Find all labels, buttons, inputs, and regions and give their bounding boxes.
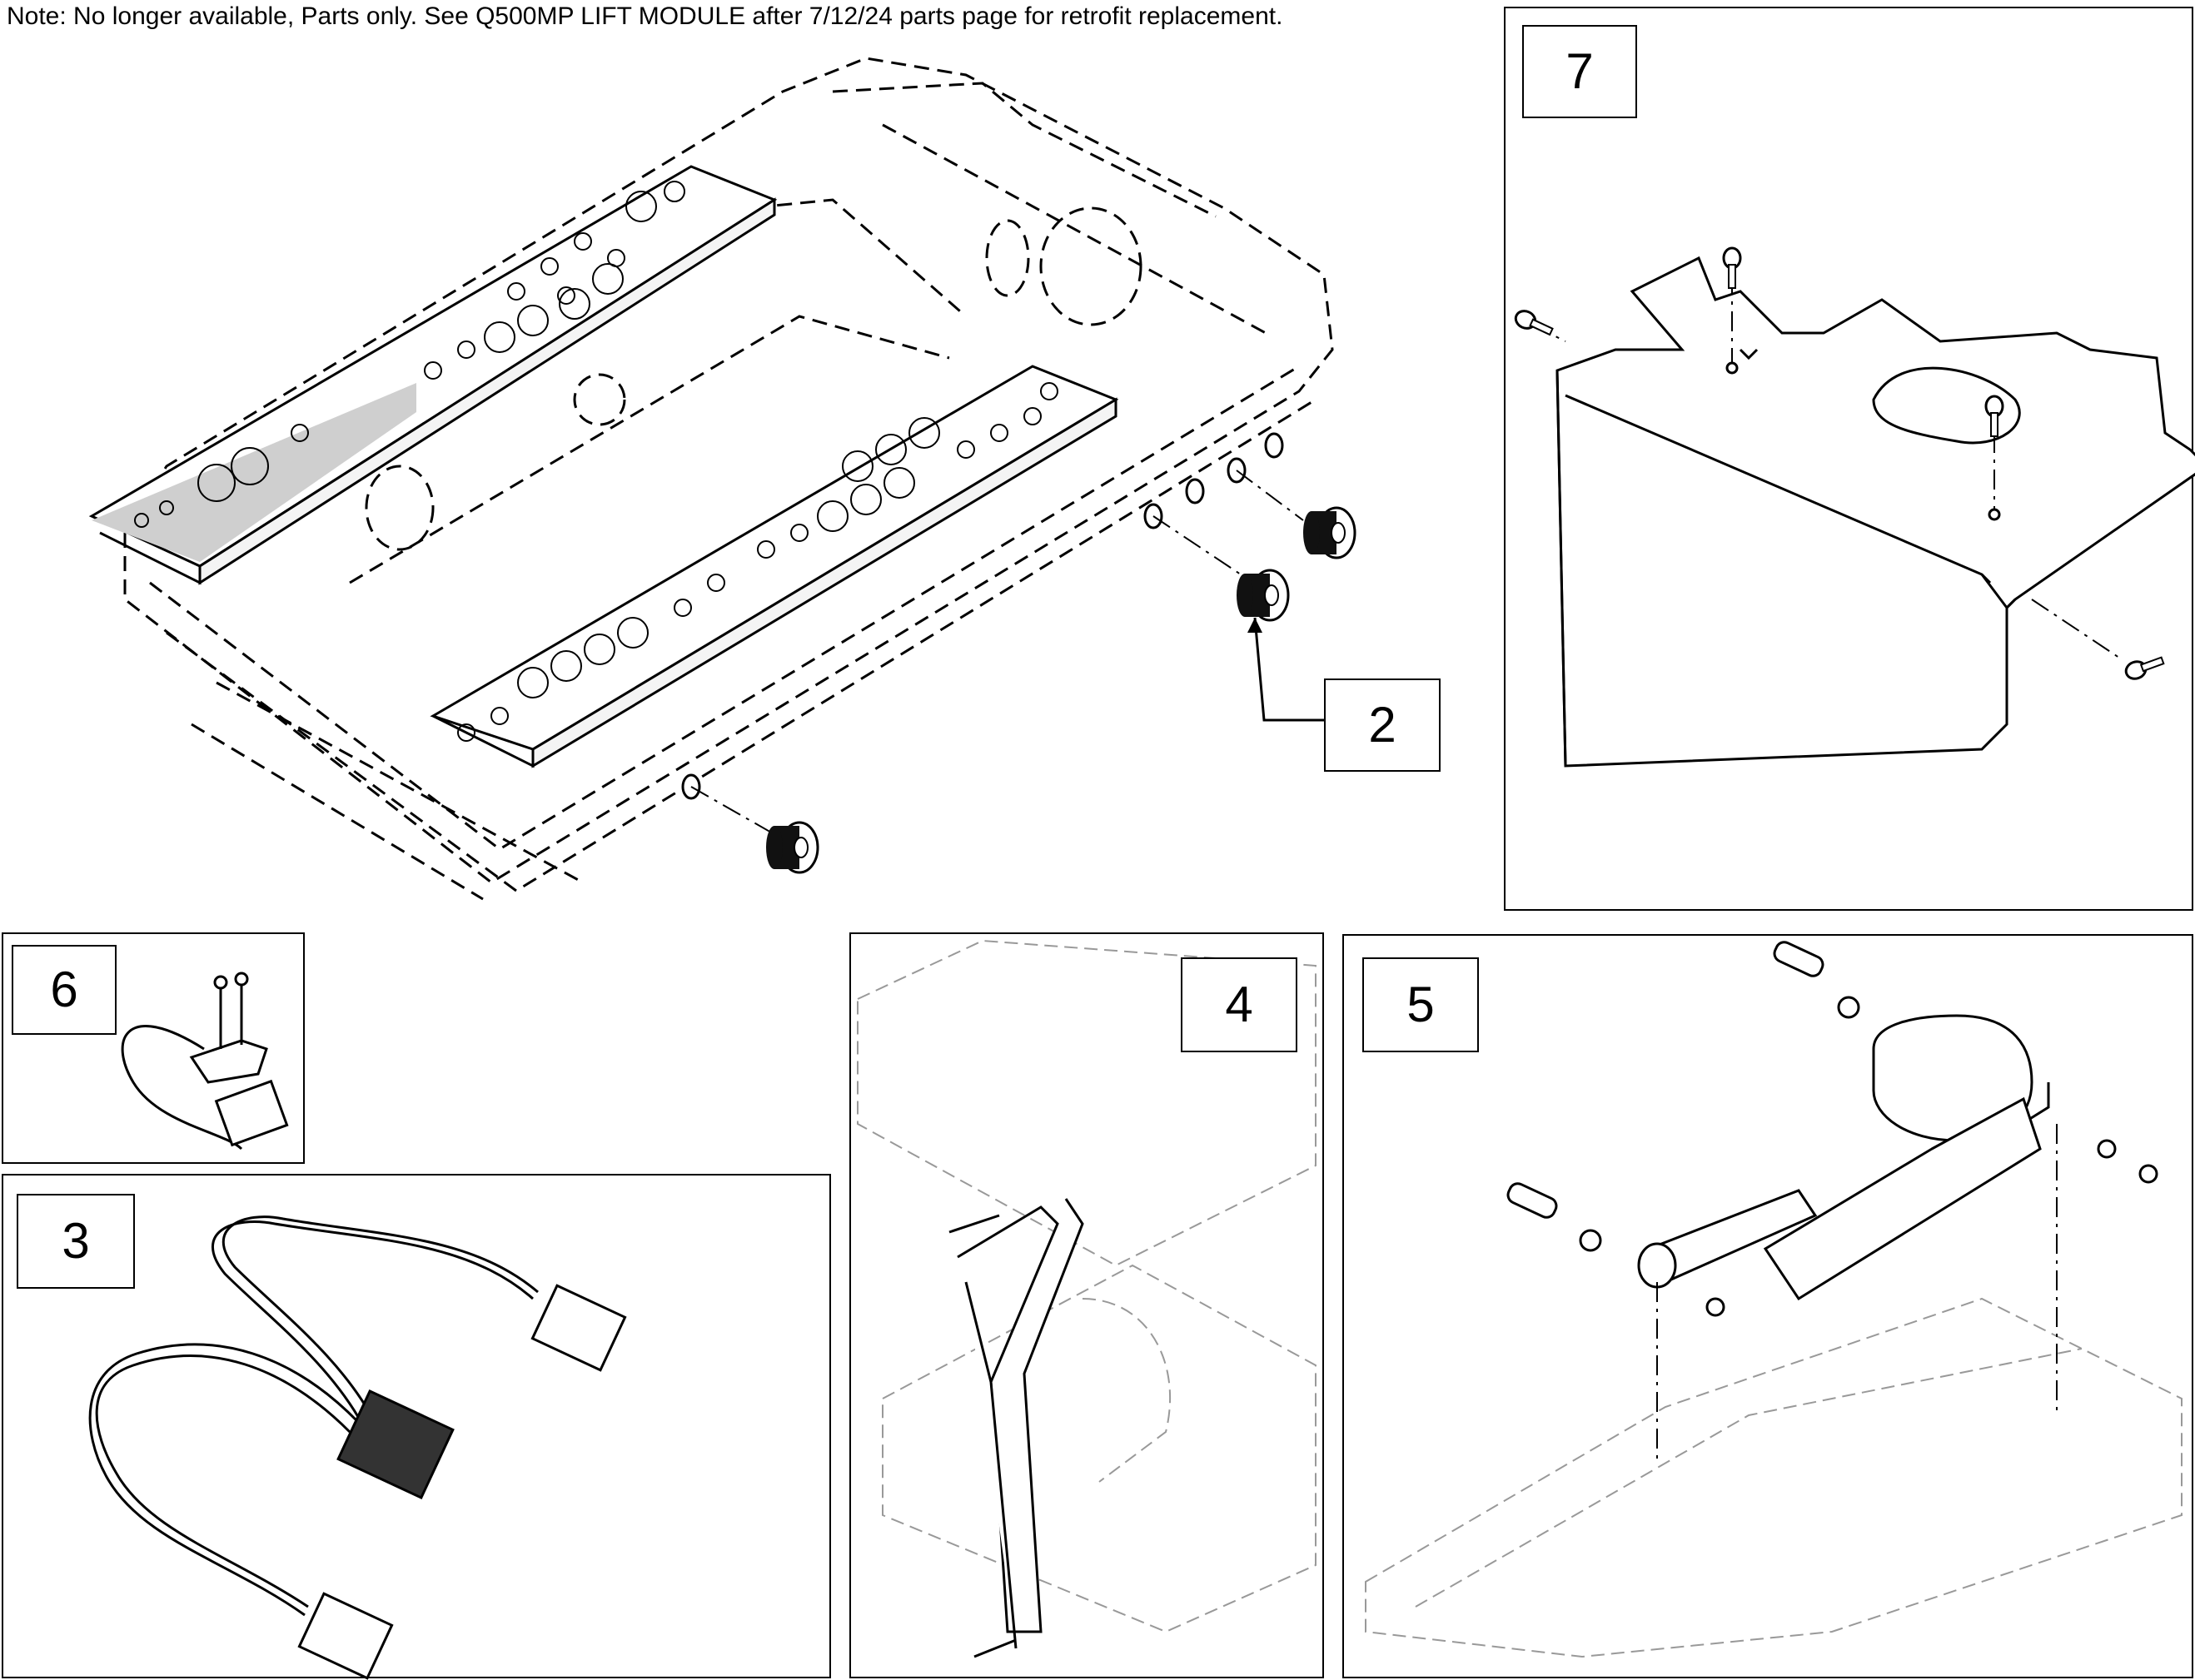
connector-icon: [297, 1284, 627, 1680]
callout-6: 6: [12, 945, 117, 1035]
callout-3: 3: [17, 1194, 135, 1289]
pin-icon: [1506, 941, 2158, 1317]
screw-icon: [1722, 246, 1742, 290]
availability-note: Note: No longer available, Parts only. S…: [7, 2, 1283, 30]
callout-7: 7: [1522, 25, 1637, 118]
callout-5: 5: [1362, 957, 1479, 1052]
callout-2-leader: [1253, 617, 1324, 722]
screw-icon: [1514, 310, 1554, 336]
screw-icon: [2124, 656, 2165, 680]
bolt-icon: [1302, 506, 1356, 559]
bolt-icon: [764, 821, 819, 874]
bolt-icon: [1235, 569, 1290, 622]
linear-actuator: [1637, 1014, 2050, 1301]
cover-plate: [1555, 256, 2195, 768]
lift-arm: [957, 1198, 1084, 1649]
panel-5-box: [1342, 934, 2193, 1678]
callout-2: 2: [1324, 678, 1441, 772]
wiring-harness: [88, 1215, 539, 1617]
actuator-phantom: [1365, 1297, 2183, 1658]
right-rail-plate: [430, 365, 1119, 768]
lift-arm-phantom: [857, 939, 1317, 1633]
label-area: [92, 383, 416, 562]
panel-6-box: [2, 932, 305, 1164]
callout-4: 4: [1181, 957, 1297, 1052]
panel-4-box: [849, 932, 1324, 1678]
limit-switch-harness: [121, 982, 289, 1151]
panel-3-box: [2, 1174, 831, 1678]
